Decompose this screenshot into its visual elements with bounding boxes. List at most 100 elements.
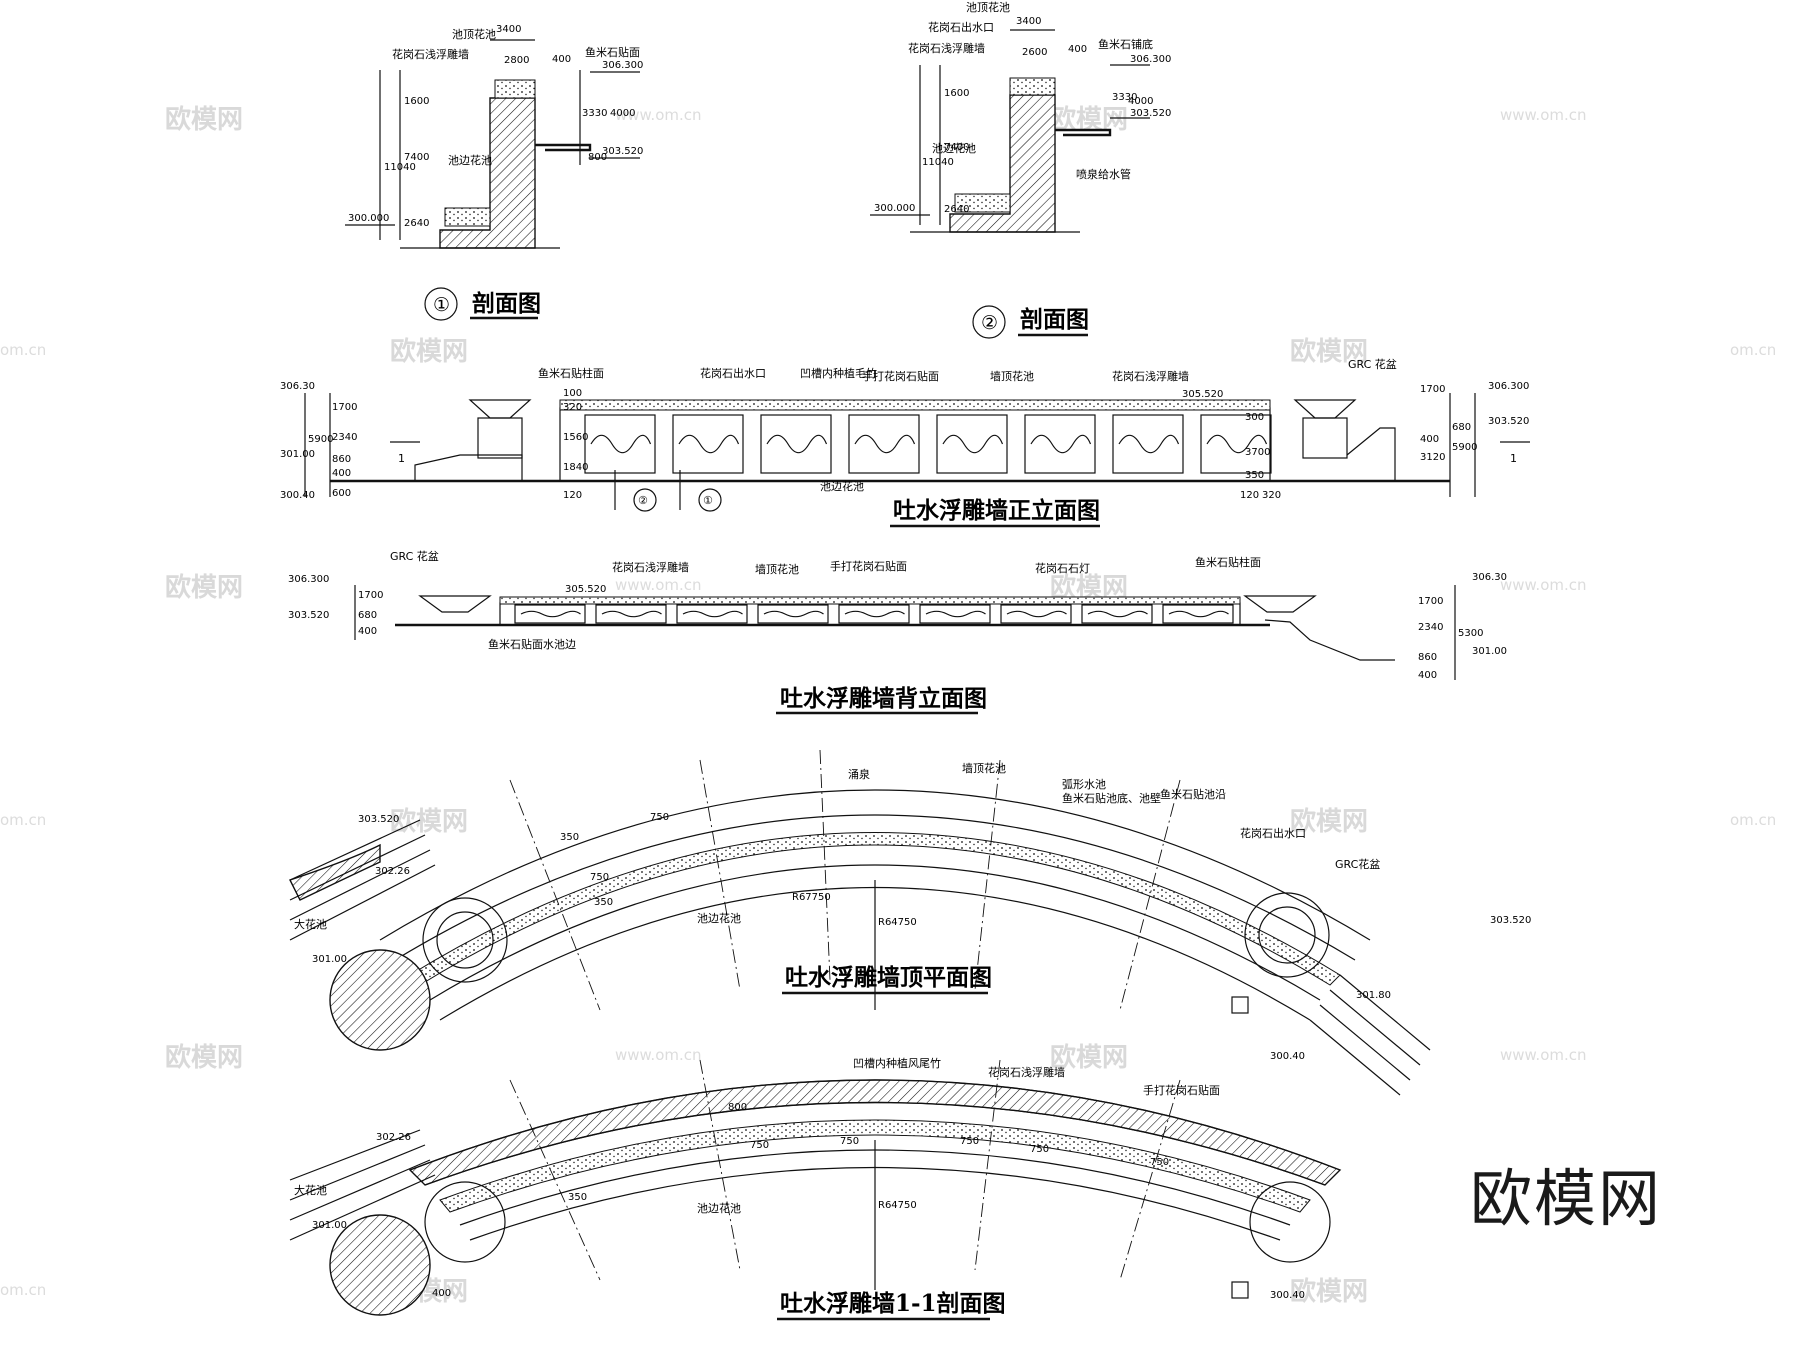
dimension: R64750 [878,917,917,928]
watermark-url: www.om.cn [1500,576,1587,594]
relief-panel [676,604,748,624]
dimension: 1840 [563,462,588,473]
label: 鱼米石贴柱面 [1195,555,1261,569]
label: 喷泉给水管 [1076,167,1131,181]
dimension: 3400 [496,24,521,35]
watermark-text: 欧模网 [165,104,243,135]
top-planter [559,399,1271,411]
wall-body [559,407,1271,482]
label: 鱼米石贴柱面 [538,366,604,380]
arc-inner-2 [429,864,1321,1001]
label: GRC 花盆 [390,549,439,563]
label: 鱼米石铺底 [1098,37,1153,51]
dimension: 3330 [582,108,607,119]
relief-panel [584,414,656,474]
top-planter [499,596,1241,605]
grc-pot-right-inner [1258,906,1316,964]
bamboo-groove [439,1119,1311,1213]
dimension: 680 [358,610,377,621]
dimension: 350 [594,897,613,908]
dimension: 2340 [332,432,357,443]
dimension: 3700 [1245,447,1270,458]
watermark-text: 欧模网 [390,806,468,837]
elevation: 302.26 [376,1132,411,1143]
label: 花岗石浅浮雕墙 [612,560,689,574]
relief-panel [838,604,910,624]
label: 凹槽内种植毛竹 [800,366,877,380]
elevation: 303.520 [1488,416,1529,427]
drawing-title: 吐水浮雕墙正立面图 [893,497,1100,524]
relief-motif [1168,610,1229,618]
relief-panel [514,604,586,624]
label: 花岗石浅浮雕墙 [392,47,469,61]
arc-outer [409,1079,1341,1171]
radial-centerline [1119,1079,1181,1281]
dimension: 350 [1245,470,1264,481]
label: 花岗石浅浮雕墙 [908,41,985,55]
dimension: 600 [332,488,351,499]
section-1-drawing: 池顶花池 花岗石浅浮雕墙 鱼米石贴面 池边花池 306.300 303.520 … [345,24,643,321]
relief-panel [1024,414,1096,474]
elevation: 305.520 [565,584,606,595]
relief-motif [763,610,824,618]
grc-pot-right [1244,892,1330,978]
elevation: 301.00 [1472,646,1507,657]
dimension: 120 [563,490,582,501]
dimension: 3330 [1112,92,1137,103]
relief-panel [1162,604,1234,624]
watermark-text: 欧模网 [390,336,468,367]
arc-inner-1 [394,814,1356,961]
dimension: 1700 [332,402,357,413]
plan-stairs-left [289,819,436,941]
radial-centerline [974,759,1001,991]
dimension: 2640 [944,204,969,215]
dimension: 3400 [1016,16,1041,27]
pot-pedestal [477,417,523,459]
section-stairs-left [289,1129,436,1241]
plan-stairs-right [1309,974,1431,1096]
dimension: 100 [563,388,582,399]
dimension: 400 [552,54,571,65]
dimension: 400 [1068,44,1087,55]
dimension: 1600 [944,88,969,99]
relief-panel [760,414,832,474]
label: 墙顶花池 [990,369,1034,383]
relief-motif [601,610,662,618]
label: 花岗石出水口 [700,366,766,380]
dimension: 350 [560,832,579,843]
radial-centerline [509,1079,601,1281]
dimension: 750 [1150,1157,1169,1168]
dimension: 2600 [1022,47,1047,58]
relief-panel [672,414,744,474]
watermark-url: www.om.cn [1500,1046,1587,1064]
elevation: 303.520 [1490,915,1531,926]
dimension: 5900 [308,434,333,445]
elevation: 306.300 [1488,381,1529,392]
relief-panel [1000,604,1072,624]
relief-motif [766,434,828,454]
brand-logo-text: 欧模网 [1470,1162,1662,1235]
small-light [1231,1281,1249,1299]
grc-pot-left [422,897,508,983]
elevation: 306.30 [280,381,315,392]
small-light [1231,996,1249,1014]
top-planter [1009,77,1056,96]
elevation: 303.520 [1130,108,1171,119]
dimension: 3120 [1420,452,1445,463]
label: GRC花盆 [1335,857,1380,871]
dimension: 750 [590,872,609,883]
grc-pot-right [1293,399,1357,419]
detail-marker [633,488,657,512]
elevation: 303.520 [602,146,643,157]
grc-pot-left-inner [436,911,494,969]
label: 池边花池 [448,154,492,167]
dimension: 750 [650,812,669,823]
top-plan-drawing: 涌泉 墙顶花池 弧形水池 鱼米石贴池底、池壁 鱼米石贴池沿 花岗石出水口 GRC… [289,749,1531,1096]
watermark-url: om.cn [0,811,46,829]
elevation: 306.300 [602,60,643,71]
relief-panel [936,414,1008,474]
dimension: 860 [332,454,351,465]
detail-marker [698,488,722,512]
watermark-url: www.om.cn [615,106,702,124]
watermark-url: www.om.cn [615,576,702,594]
